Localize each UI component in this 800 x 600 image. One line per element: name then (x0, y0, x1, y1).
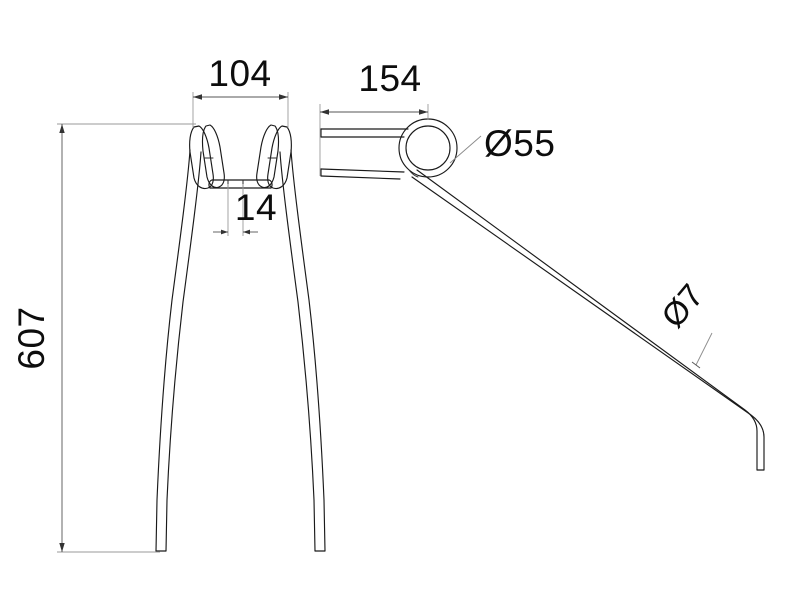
dim-7-label: Ø7 (654, 277, 711, 335)
dimension-coil-diameter: Ø55 (449, 123, 555, 164)
dimension-wire-diameter: Ø7 (654, 277, 713, 369)
left-leg-inner-edge (165, 151, 202, 552)
side-lower-arm-lower-edge (320, 175, 401, 180)
dimension-154: 154 (319, 58, 429, 176)
dim-154-arrow-right (419, 109, 428, 115)
right-hook-outer-loop (267, 125, 292, 190)
dim-607-arrow-bottom (59, 543, 65, 552)
dim-607-arrow-top (59, 124, 65, 133)
dim-607-label: 607 (11, 306, 52, 369)
dim-14-arrow-left (221, 229, 228, 235)
dim-104-label: 104 (208, 53, 271, 94)
angled-leg-lower-edge (411, 176, 765, 471)
dimension-607: 607 (11, 123, 196, 553)
dim-14-arrow-right (243, 229, 250, 235)
left-hook-inner-loop (201, 124, 225, 189)
dim-7-tick (691, 361, 701, 369)
dimension-104: 104 (192, 53, 289, 128)
side-view-geometry (320, 118, 765, 471)
right-leg-outer-edge (290, 149, 326, 552)
front-view-geometry (155, 124, 326, 552)
dim-55-label: Ø55 (484, 123, 555, 164)
left-hook-outer-loop (189, 125, 214, 190)
coil-tangent-break (408, 169, 419, 178)
dim-154-arrow-left (320, 109, 329, 115)
cross-bar-right-cap (268, 179, 273, 189)
angled-leg-upper-edge (416, 169, 758, 471)
dim-104-arrow-left (193, 94, 202, 100)
side-lower-arm-upper-edge (320, 168, 405, 173)
coil-inner-circle (405, 125, 451, 171)
left-leg-outer-edge (155, 149, 191, 552)
dim-154-label: 154 (358, 58, 421, 99)
dim-14-label: 14 (235, 187, 277, 228)
dim-55-leader (449, 135, 482, 164)
dim-104-arrow-right (279, 94, 288, 100)
dimension-14: 14 (213, 184, 277, 236)
coil-outer-circle (398, 118, 458, 178)
cross-bar-left-cap (208, 179, 213, 189)
dim-7-leader (695, 332, 713, 366)
right-leg-inner-edge (279, 151, 316, 552)
right-hook-inner-loop (256, 124, 280, 189)
